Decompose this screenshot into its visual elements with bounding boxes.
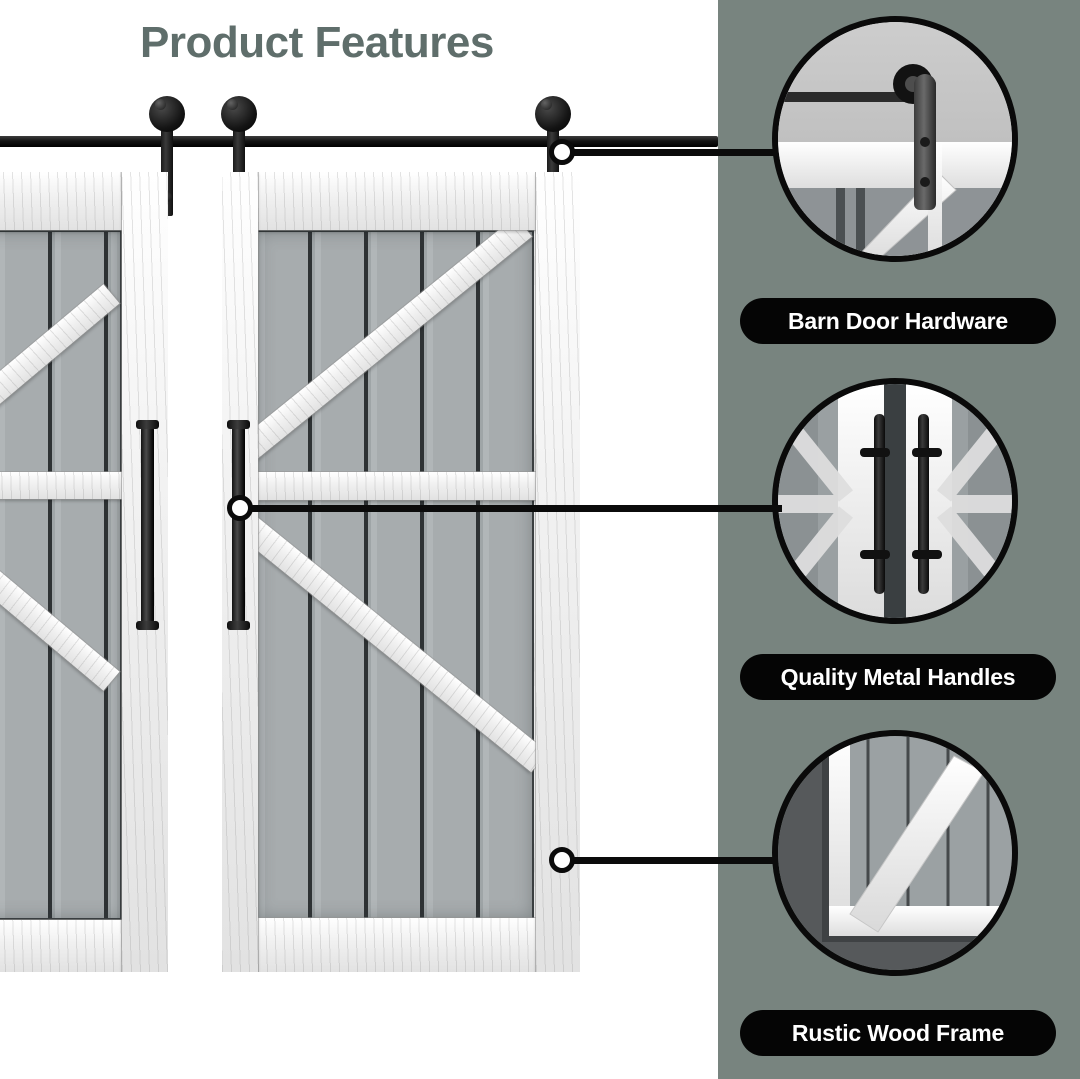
product-artwork: [0, 96, 718, 980]
frame-detail-circle: [772, 730, 1018, 976]
callout-marker-frame[interactable]: [549, 847, 575, 873]
connector-line-handles: [244, 505, 782, 512]
barn-door-left: [0, 172, 168, 972]
barn-door-right: [222, 172, 580, 972]
feature-label-text: Rustic Wood Frame: [791, 1019, 1005, 1046]
handles-detail-illustration: [778, 384, 1012, 618]
feature-label-text: Barn Door Hardware: [787, 307, 1009, 334]
feature-label-rustic-wood-frame[interactable]: Rustic Wood Frame: [740, 1010, 1056, 1056]
page-title: Product Features: [140, 18, 494, 67]
feature-label-barn-door-hardware[interactable]: Barn Door Hardware: [740, 298, 1056, 344]
callout-marker-handles[interactable]: [227, 495, 253, 521]
handles-detail-circle: [772, 378, 1018, 624]
callout-marker-hardware[interactable]: [549, 139, 575, 165]
frame-detail-illustration: [778, 736, 1012, 970]
connector-line-frame: [566, 857, 778, 864]
door-handle-left: [136, 420, 159, 630]
connector-line-hardware: [566, 149, 778, 156]
feature-label-quality-metal-handles[interactable]: Quality Metal Handles: [740, 654, 1056, 700]
track-rail-icon: [0, 136, 718, 147]
hardware-detail-circle: [772, 16, 1018, 262]
feature-label-text: Quality Metal Handles: [780, 663, 1016, 690]
door-handle-right: [227, 420, 250, 630]
hardware-detail-illustration: [778, 22, 1012, 256]
